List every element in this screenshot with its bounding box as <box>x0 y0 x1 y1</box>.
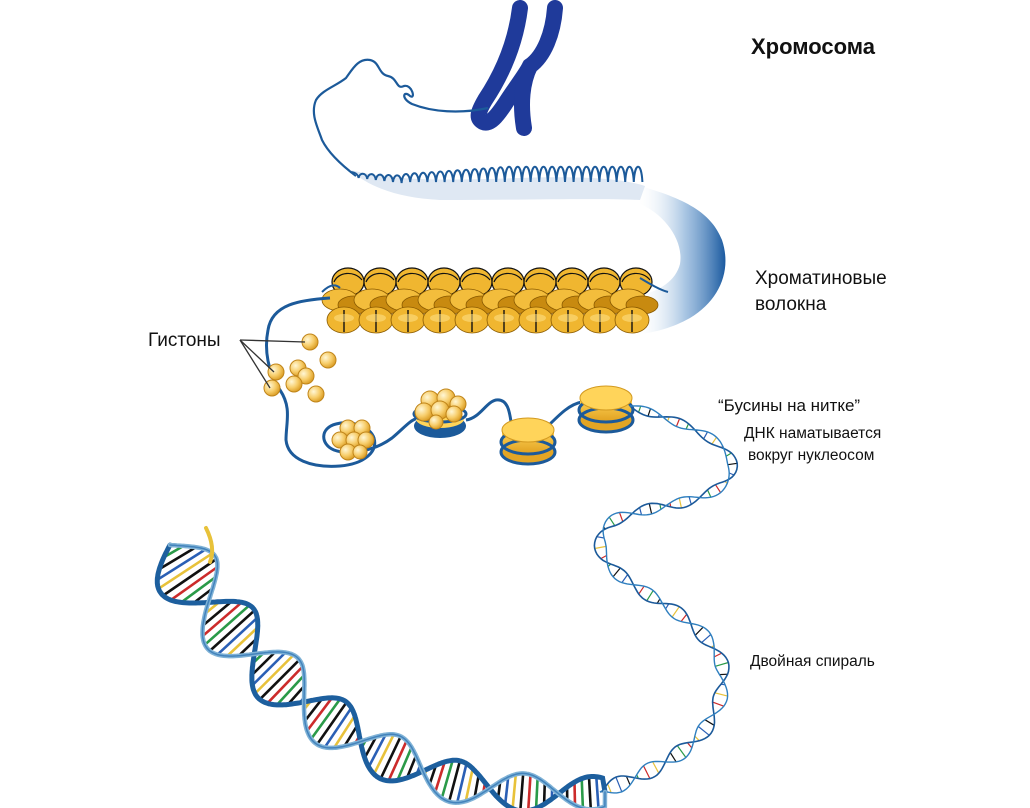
chromatin-fiber <box>321 267 659 334</box>
dna-linker-2 <box>546 400 583 428</box>
label-beads-line1: ДНК наматывается <box>744 425 882 442</box>
nucleosome-disk-2 <box>577 385 635 434</box>
nucleosome-beads-wrapped <box>412 388 468 438</box>
histone-cluster-loop <box>331 419 375 461</box>
nucleosome-disk-1 <box>499 417 557 466</box>
label-chromosome: Хромосома <box>751 34 875 59</box>
coiled-fiber <box>349 165 645 200</box>
label-beads-title: “Бусины на нитке” <box>718 396 861 415</box>
double-helix-dna <box>154 526 608 808</box>
label-double-helix: Двойная спираль <box>750 653 875 670</box>
dna-linker-1 <box>465 398 514 429</box>
histones-pointer-lines <box>239 339 306 389</box>
fiber-transition-fan <box>636 186 726 334</box>
thin-dna-helix <box>593 405 739 794</box>
label-chromatin-line2: волокна <box>755 294 827 315</box>
label-beads-line2: вокруг нуклеосом <box>748 447 875 464</box>
label-histones: Гистоны <box>148 330 221 351</box>
chromosome-icon <box>470 0 563 136</box>
label-chromatin-line1: Хроматиновые <box>755 268 887 289</box>
loose-dna-thread <box>312 58 489 177</box>
free-histone-beads <box>263 333 337 403</box>
